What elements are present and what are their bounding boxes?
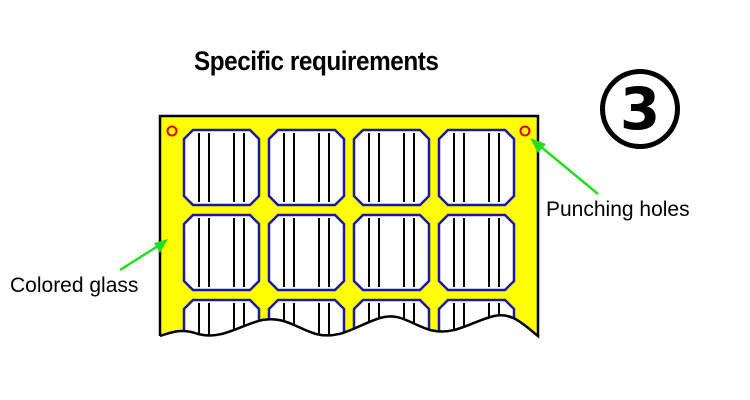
glass-cell-frame [352,298,431,336]
punching-hole-left [166,125,178,137]
glass-cell [182,128,261,207]
glass-cell-frame [352,128,431,207]
cell-grid [182,128,516,336]
glass-cell [267,298,346,336]
glass-cell [437,213,516,292]
glass-cell [352,128,431,207]
glass-cell-frame [267,213,346,292]
glass-cell-frame [267,128,346,207]
glass-cell-frame [437,298,516,336]
arrow-to-punching-hole-icon [530,138,599,195]
glass-cell-frame [182,128,261,207]
diagram-title: Specific requirements [194,46,439,76]
glass-cell-frame [267,298,346,336]
glass-cell [182,213,261,292]
colored-glass-label: Colored glass [10,274,139,297]
glass-cell-frame [437,128,516,207]
glass-cell [437,128,516,207]
arrow-to-colored-glass-icon [119,239,168,272]
glass-cell-frame [437,213,516,292]
glass-cell [267,213,346,292]
glass-cell [267,128,346,207]
punching-hole-right [519,125,531,137]
colored-glass-sheet [160,116,538,336]
sheet-outline [158,114,540,339]
glass-cell-frame [182,213,261,292]
glass-cell-frame [352,213,431,292]
glass-cell-frame [182,298,261,336]
glass-cell [437,298,516,336]
circled-digit-three-icon: 3 [600,69,680,149]
punching-holes-label: Punching holes [546,198,690,221]
glass-cell [182,298,261,336]
glass-cell [352,298,431,336]
glass-cell [352,213,431,292]
